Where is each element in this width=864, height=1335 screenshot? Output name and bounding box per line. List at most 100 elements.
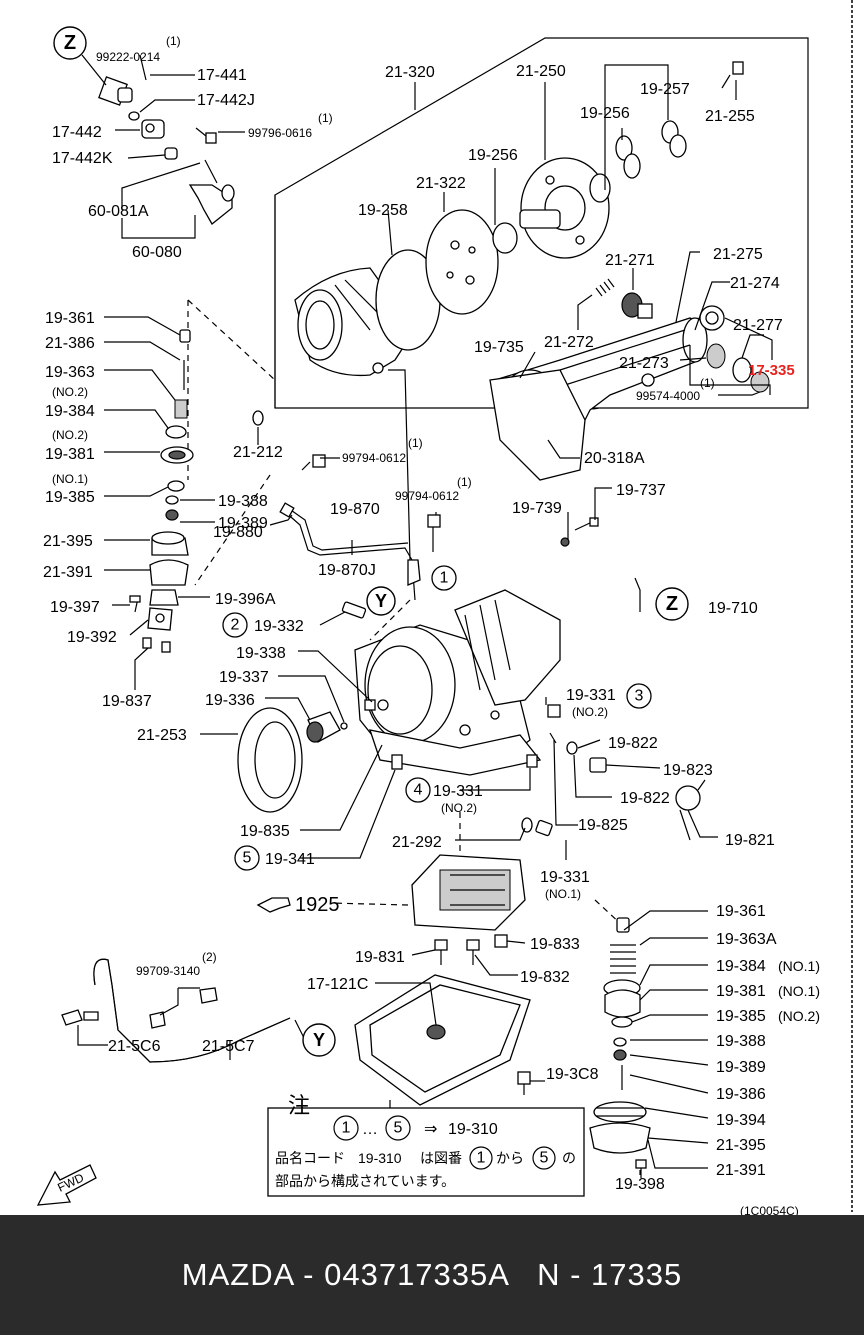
label-19-256-a: 19-256 xyxy=(580,105,630,122)
label-19-361-b: 19-361 xyxy=(716,903,766,920)
label-17-442k: 17-442K xyxy=(52,150,113,167)
marker-5: 5 xyxy=(234,845,260,871)
label-19-258: 19-258 xyxy=(358,202,408,219)
part-number-text: MAZDA - 043717335A N - 17335 xyxy=(181,1257,683,1292)
label-19-331-c: 19-331 xyxy=(540,869,590,886)
sensor-19-823-icon xyxy=(589,757,607,773)
label-21-212: 21-212 xyxy=(233,444,283,461)
label-21-272: 21-272 xyxy=(544,334,594,351)
gasket-21-253-icon xyxy=(237,707,303,813)
ring-19-388a-icon xyxy=(165,495,179,505)
label-99794-0612-b: 99794-0612 xyxy=(395,489,459,503)
note-line2-circle1: 1 xyxy=(477,1150,486,1167)
label-19-386: 19-386 xyxy=(716,1086,766,1103)
extension-housing-19-735-icon xyxy=(489,317,708,481)
label-60-081a: 60-081A xyxy=(88,203,149,220)
label-17-121c: 17-121C xyxy=(307,976,368,993)
o-ring-19-384-icon xyxy=(165,425,187,439)
label-19-363a: 19-363A xyxy=(716,931,777,948)
label-19-388-a: 19-388 xyxy=(218,493,268,510)
o-ring-19-385-icon xyxy=(167,480,185,492)
label-19-737: 19-737 xyxy=(616,482,666,499)
label-qty-1-c: (1) xyxy=(700,376,715,390)
label-no1-d: (NO.1) xyxy=(778,983,820,999)
bolt-17-441-icon xyxy=(139,54,147,81)
label-99222-0214: 99222-0214 xyxy=(96,50,160,64)
gasket-19-392-icon xyxy=(147,607,173,631)
valve-21-271-icon xyxy=(621,292,653,319)
gasket-19-396a-icon xyxy=(149,589,179,606)
label-99796-0616: 99796-0616 xyxy=(248,126,312,140)
label-19-825: 19-825 xyxy=(578,817,628,834)
clip-21-5c6-icon xyxy=(61,1009,99,1026)
pointing-hand-icon xyxy=(256,897,291,913)
label-21-253: 21-253 xyxy=(137,727,187,744)
svg-text:5: 5 xyxy=(243,850,252,867)
bolt-21-255-icon xyxy=(721,61,744,89)
label-60-080: 60-080 xyxy=(132,244,182,261)
note-box: 注 1 … 5 ⇒ 19-310 品名コード 19-310 は図番 1 から 5… xyxy=(267,1093,585,1197)
label-21-275: 21-275 xyxy=(713,246,763,263)
plug-19-710-icon xyxy=(641,373,655,387)
note-target: 19-310 xyxy=(448,1121,498,1138)
cover-21-395a-icon xyxy=(151,531,189,556)
label-19-837: 19-837 xyxy=(102,693,152,710)
o-ring-21-212-icon xyxy=(252,410,264,426)
svg-text:1: 1 xyxy=(440,570,449,587)
washer-19-739-icon xyxy=(560,537,570,547)
seal-17-335-icon xyxy=(699,305,725,331)
label-19-394: 19-394 xyxy=(716,1112,766,1129)
part-number-banner: MAZDA - 043717335A N - 17335 xyxy=(0,1215,864,1335)
label-17-335-highlighted: 17-335 xyxy=(748,362,795,379)
label-19-822-b: 19-822 xyxy=(620,790,670,807)
valve-body-1925-icon xyxy=(411,854,526,931)
label-21-322: 21-322 xyxy=(416,175,466,192)
note-title: 注 xyxy=(288,1093,310,1118)
connector-17-442-icon xyxy=(141,119,165,139)
ring-19-388b-icon xyxy=(613,1037,627,1047)
label-19-870: 19-870 xyxy=(330,501,380,518)
label-19-361-a: 19-361 xyxy=(45,310,95,327)
o-ring-21-292-icon xyxy=(521,817,533,833)
cap-19-361b-icon xyxy=(616,917,630,933)
marker-2: 2 xyxy=(222,612,248,638)
note-line2-a: 品名コード xyxy=(275,1150,345,1166)
label-19-331-b: 19-331 xyxy=(433,783,483,800)
marker-z-top xyxy=(53,26,87,60)
label-17-442: 17-442 xyxy=(52,124,102,141)
plug-21-273-icon xyxy=(706,343,726,369)
svg-text:4: 4 xyxy=(414,782,423,799)
label-19-384-b: 19-384 xyxy=(716,958,766,975)
fwd-arrow-icon: FWD xyxy=(36,1164,97,1206)
svg-text:Z: Z xyxy=(666,593,678,615)
label-19-823: 19-823 xyxy=(663,762,713,779)
label-19-389-a: 19-389 xyxy=(218,515,268,532)
elbow-60-080-icon xyxy=(188,184,235,225)
note-ellipsis: … xyxy=(362,1121,378,1138)
label-no1-b: (NO.1) xyxy=(545,887,581,901)
svg-text:2: 2 xyxy=(231,617,240,634)
marker-4: 4 xyxy=(405,777,431,803)
piston-19-381b-icon xyxy=(604,989,641,1018)
bolt-19-332-icon xyxy=(341,601,367,619)
label-19-384-a: 19-384 xyxy=(45,403,95,420)
plug-19-331-no1-icon xyxy=(535,819,553,837)
plate-21-322-icon xyxy=(425,209,499,315)
note-line2-e: の xyxy=(562,1150,576,1166)
bushing-19-336-icon xyxy=(306,711,341,743)
label-19-398: 19-398 xyxy=(615,1176,665,1193)
label-99574-4000: 99574-4000 xyxy=(636,389,700,403)
note-arrow: ⇒ xyxy=(424,1121,437,1138)
label-19-831: 19-831 xyxy=(355,949,405,966)
seal-rings-19-256-icon xyxy=(615,135,641,179)
label-no2-b: (NO.2) xyxy=(52,428,88,442)
bolt-19-832-icon xyxy=(466,939,480,965)
seal-rings-19-257-icon xyxy=(661,120,687,158)
clip-19-870j-icon xyxy=(407,559,421,586)
plug-19-331-no2-icon xyxy=(547,704,561,718)
sensor-19-821-icon xyxy=(675,779,706,841)
label-19-338: 19-338 xyxy=(236,645,286,662)
fitting-17-441-icon xyxy=(98,76,133,106)
bolt-19-397-icon xyxy=(129,595,141,613)
label-qty-1-b: (1) xyxy=(318,111,333,125)
